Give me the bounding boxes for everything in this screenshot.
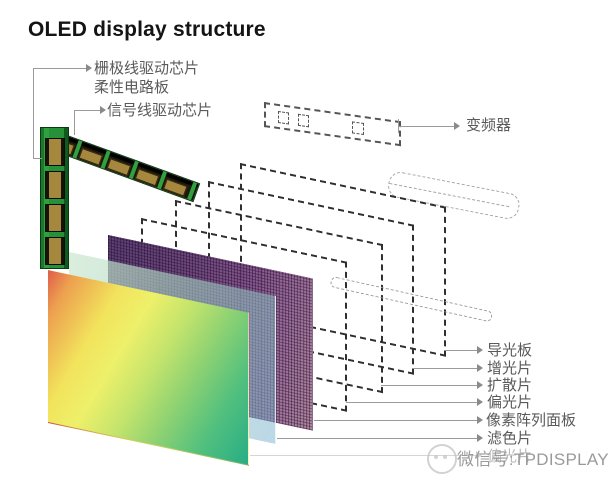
leader-line: [250, 455, 478, 456]
leader-arrow: [477, 434, 483, 442]
leader-arrow: [477, 381, 483, 389]
signal-driver-chip: [78, 147, 103, 166]
wechat-icon: [427, 444, 457, 474]
leader-arrow: [477, 398, 483, 406]
leader-line: [74, 110, 102, 111]
leader-line: [33, 68, 34, 159]
signal-driver-chip: [106, 158, 132, 177]
label-gate-driver-chip: 栅极线驱动芯片: [94, 60, 200, 77]
label-color-filter: 滤色片: [487, 430, 533, 447]
flex-pcb-vertical-strip: [40, 127, 69, 269]
label-pixel-array-panel: 像素阵列面板: [486, 412, 577, 429]
signal-driver-chip: [163, 178, 188, 197]
gate-driver-chip: [45, 138, 65, 166]
label-front-polarizer: 偏光片: [487, 448, 533, 465]
leader-arrow: [86, 64, 92, 72]
label-inverter: 变频器: [466, 117, 512, 134]
gate-driver-chip: [45, 204, 65, 232]
gate-driver-chip: [45, 171, 65, 199]
leader-arrow: [100, 106, 106, 114]
gate-driver-chip: [45, 237, 65, 265]
signal-driver-chip: [134, 168, 160, 187]
watermark-text: 微信号:TPDISPLAY: [457, 450, 609, 469]
label-diffuser: 扩散片: [487, 377, 533, 394]
leader-line: [445, 350, 479, 351]
inverter-component: [352, 121, 364, 136]
label-flex-pcb: 柔性电路板: [94, 79, 170, 96]
leader-line: [346, 402, 479, 403]
leader-line: [314, 420, 479, 421]
leader-arrow: [476, 451, 482, 459]
label-brightness-film: 增光片: [487, 360, 533, 377]
diagram-title: OLED display structure: [28, 18, 266, 41]
leader-line: [398, 126, 456, 127]
leader-arrow: [477, 346, 483, 354]
leader-line: [33, 158, 42, 159]
inverter-component: [298, 113, 309, 128]
label-light-guide-plate: 导光板: [487, 342, 533, 359]
leader-line: [277, 438, 479, 439]
label-signal-driver-chip: 信号线驱动芯片: [107, 102, 213, 119]
inverter-component: [278, 110, 289, 125]
pcb-connector: [187, 181, 198, 201]
leader-line: [33, 68, 88, 69]
leader-line: [74, 110, 75, 135]
label-rear-polarizer: 偏光片: [487, 394, 533, 411]
leader-arrow: [477, 364, 483, 372]
leader-line: [413, 368, 479, 369]
leader-arrow: [477, 416, 483, 424]
leader-arrow: [454, 122, 460, 130]
leader-line: [381, 385, 479, 386]
inverter-board-outline: [264, 102, 401, 147]
